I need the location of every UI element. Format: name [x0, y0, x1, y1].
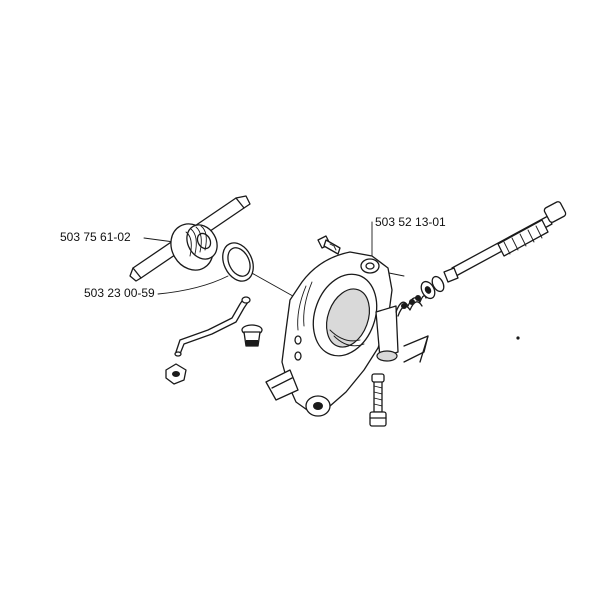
- adjustment-screw: [369, 373, 387, 427]
- leader-line-worm-gear: [143, 237, 175, 243]
- hose-nut: [165, 363, 187, 385]
- hose-fitting: [241, 324, 263, 347]
- worm-gear-bracket: [129, 195, 251, 282]
- part-number-label-housing: 503 52 13-01: [375, 215, 446, 229]
- leader-line-o-ring: [157, 275, 229, 295]
- mounting-bolt: [317, 235, 341, 255]
- part-number-label-o-ring: 503 23 00-59: [84, 286, 155, 300]
- direction-arrow-icon: [403, 335, 429, 363]
- part-number-label-worm-gear: 503 75 61-02: [60, 230, 131, 244]
- assembly-axis-line: [249, 271, 301, 301]
- oil-hose: [174, 296, 251, 357]
- o-ring: [222, 242, 254, 282]
- stray-dot: [516, 336, 520, 340]
- leader-lines: [143, 221, 405, 301]
- oil-pump-housing: [265, 251, 399, 417]
- pump-plunger-assembly: [395, 201, 567, 317]
